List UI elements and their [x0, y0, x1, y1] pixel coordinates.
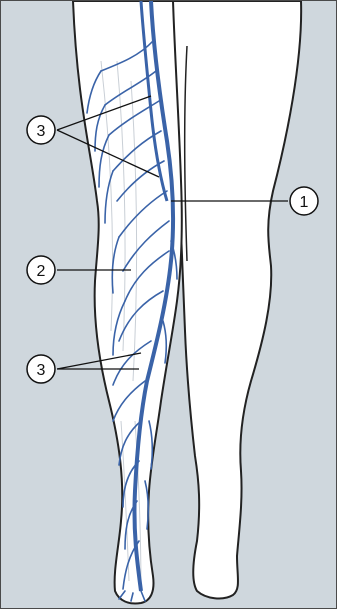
- callout-3b-number: 3: [37, 362, 46, 379]
- callout-1-number: 1: [300, 194, 309, 211]
- right-leg-outline: [173, 1, 301, 598]
- callout-3a: 3: [27, 116, 55, 144]
- callout-3b: 3: [27, 355, 55, 383]
- callout-2: 2: [27, 256, 55, 284]
- callout-2-number: 2: [37, 263, 46, 280]
- callout-3a-number: 3: [37, 123, 46, 140]
- callout-1: 1: [290, 187, 318, 215]
